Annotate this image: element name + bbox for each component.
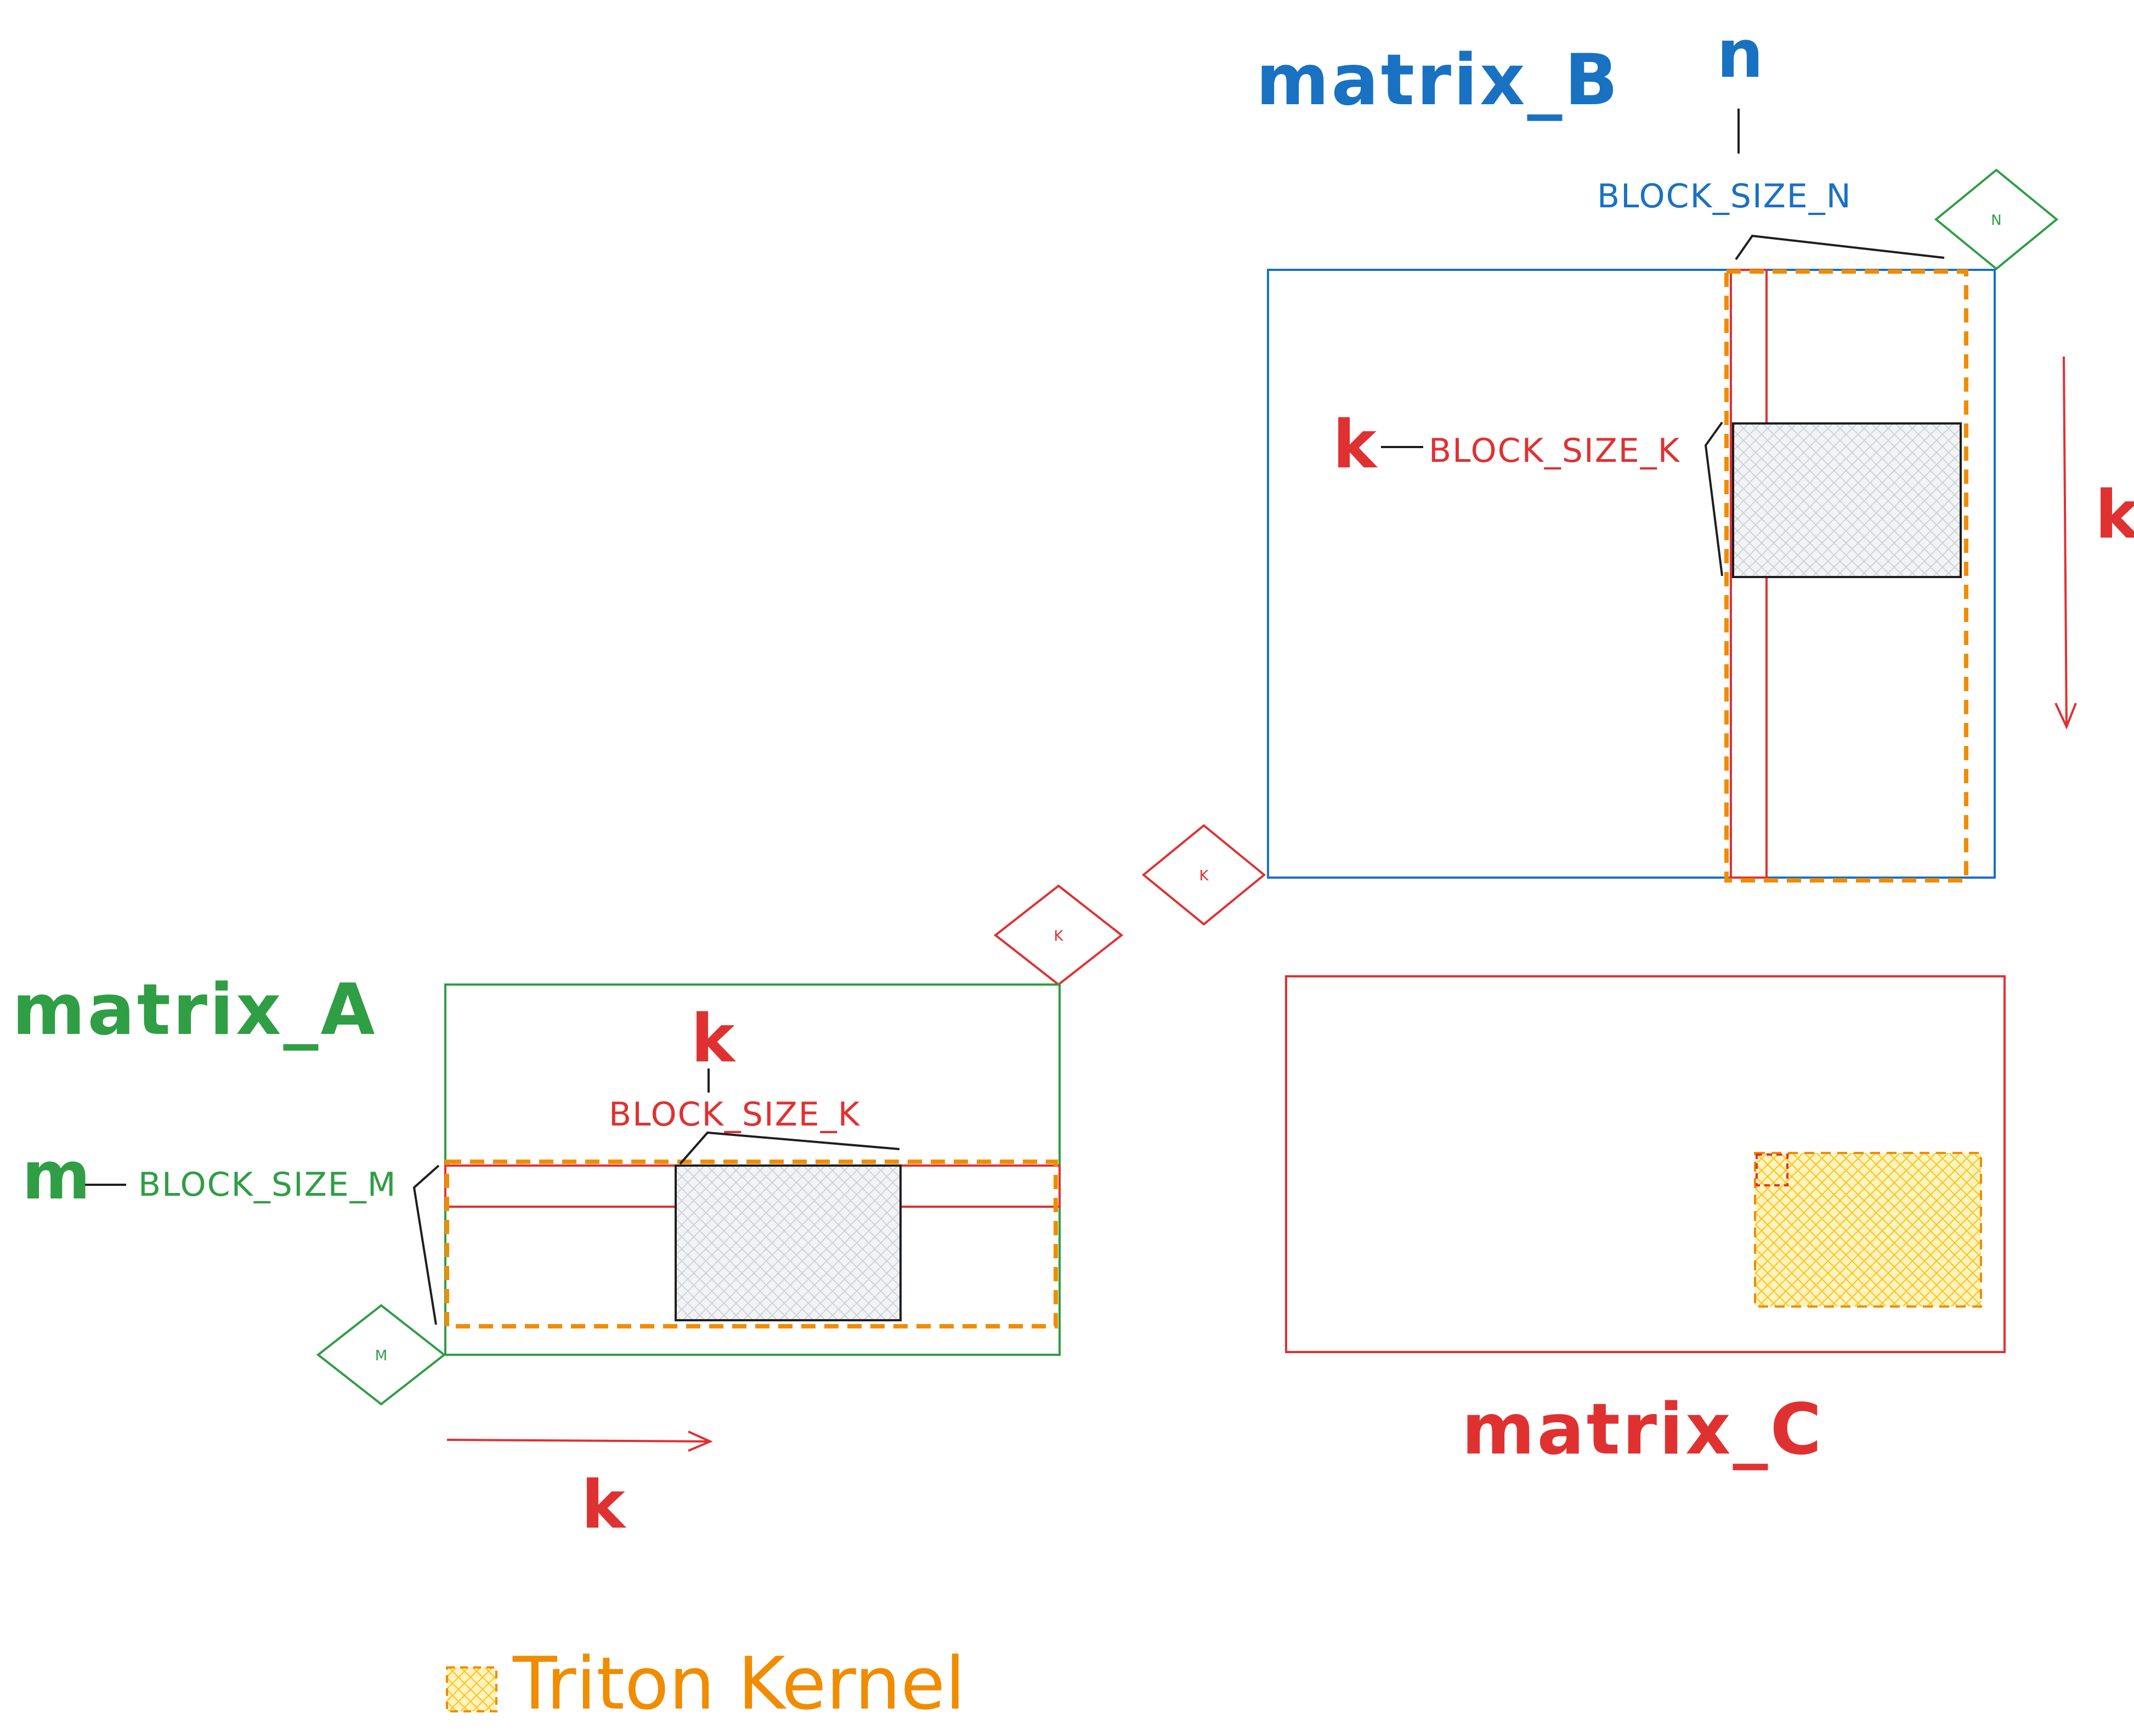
m-dimension-diamond (316, 1304, 446, 1406)
legend-kernel-label: Triton Kernel (512, 1642, 965, 1726)
matrix-a-title: matrix_A (12, 969, 377, 1051)
k-diamond-a-label: K (1054, 928, 1063, 945)
k-diamond-b-label: K (1199, 868, 1209, 884)
matrix-b-k-label: k (1333, 407, 1378, 483)
matrix-a-k-label: k (691, 1001, 737, 1077)
matrix-b-k-arrowhead (2054, 703, 2077, 730)
matrix-a-k-arrowhead (688, 1430, 713, 1452)
matrix-b-title: matrix_B (1256, 39, 1620, 121)
matrix-a-k-arrow (446, 1439, 711, 1443)
matrix-a-kernel-tile (445, 1160, 1058, 1328)
matrix-b-kernel-tile (1724, 269, 1968, 883)
block-k-bracket-b (1704, 421, 1723, 576)
block-m-bracket (412, 1164, 440, 1325)
matrix-b-n-label: n (1717, 16, 1763, 93)
matrix-c-outline (1285, 975, 2006, 1353)
block-k-bracket-a (679, 1131, 900, 1165)
matrix-c-title: matrix_C (1462, 1389, 1824, 1471)
n-dimension-diamond (1934, 168, 2059, 270)
legend-kernel-swatch (446, 1666, 497, 1712)
matrix-b-k-arrow (2063, 356, 2068, 727)
matrix-b-block-k-label: BLOCK_SIZE_K (1429, 432, 1680, 470)
matrix-b-block-n-label: BLOCK_SIZE_N (1597, 177, 1852, 216)
matrix-a-m-label: m (22, 1138, 90, 1214)
matrix-a-block (675, 1164, 902, 1321)
matrix-a-block-m-label: BLOCK_SIZE_M (138, 1166, 397, 1204)
matrix-a-block-k-label: BLOCK_SIZE_K (609, 1095, 861, 1134)
m-diamond-label: M (375, 1348, 387, 1364)
n-diamond-label: N (1991, 212, 2001, 229)
matrix-a-group: matrix_A K k BLOCK_SIZE_K m BLOCK_SIZE_M… (12, 884, 1124, 1543)
k-dimension-diamond-b (1141, 824, 1266, 926)
matrix-b-group: matrix_B n BLOCK_SIZE_N N k BLOCK_SIZE_K… (1141, 16, 2134, 926)
matrix-c-element (1756, 1153, 1788, 1186)
matrix-b-outline (1267, 269, 1996, 879)
matrix-c-kernel-tile (1754, 1152, 1982, 1308)
matrix-b-block (1732, 422, 1962, 578)
block-n-bracket (1735, 234, 1945, 261)
legend: Triton Kernel (446, 1642, 965, 1726)
matrix-c-group: matrix_C (1285, 975, 2006, 1471)
matrix-a-k-arrow-label: k (581, 1467, 627, 1543)
matrix-b-k-arrow-label: k (2095, 477, 2134, 553)
